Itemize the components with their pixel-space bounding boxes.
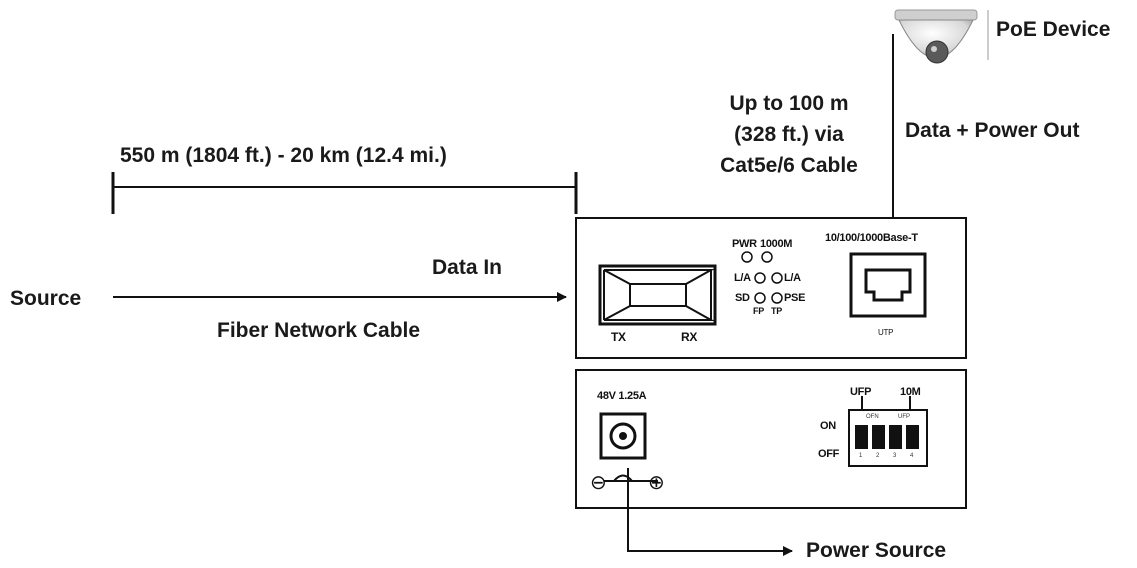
led-pse xyxy=(771,292,783,304)
led-fp-label: FP xyxy=(753,306,764,316)
fiber-network-cable-label: Fiber Network Cable xyxy=(217,319,421,342)
dc-power-jack xyxy=(599,412,647,460)
led-la-left-label: L/A xyxy=(734,272,751,284)
dip-number-3: 3 xyxy=(893,453,897,459)
copper-distance-label: Up to 100 m (328 ft.) via Cat5e/6 Cable xyxy=(720,92,858,177)
data-in-label: Data In xyxy=(432,256,503,279)
dip-switch-3 xyxy=(889,425,902,449)
dip-switch-4 xyxy=(906,425,919,449)
rj45-port xyxy=(849,252,927,318)
fiber-distance-bracket xyxy=(111,172,578,214)
tx-label: TX xyxy=(611,330,626,344)
led-pwr xyxy=(741,251,753,263)
led-1000m-label: 1000M xyxy=(760,238,793,250)
source-label: Source xyxy=(10,287,82,310)
led-pse-label: PSE xyxy=(784,292,806,304)
power-rating-label: 48V 1.25A xyxy=(597,390,647,402)
plus-symbol: ⊕ xyxy=(648,472,665,494)
data-power-out-label: Data + Power Out xyxy=(905,119,1080,142)
dip-switch-2 xyxy=(872,425,885,449)
utp-label: UTP xyxy=(878,328,894,337)
led-pwr-label: PWR xyxy=(732,238,757,250)
dip-top-right-label: UFP xyxy=(898,414,910,420)
fiber-distance-label: 550 m (1804 ft.) - 20 km (12.4 mi.) xyxy=(120,144,447,167)
led-la-right-label: L/A xyxy=(784,272,801,284)
poe-device-label: PoE Device xyxy=(996,18,1111,41)
led-la-copper xyxy=(771,272,783,284)
dip-number-4: 4 xyxy=(910,453,914,459)
sfp-fiber-port xyxy=(598,264,717,326)
dip-switch xyxy=(848,396,928,467)
led-sd xyxy=(754,292,766,304)
power-source-label: Power Source xyxy=(806,539,947,562)
led-sd-label: SD xyxy=(735,292,750,304)
dip-on-label: ON xyxy=(820,420,836,432)
poe-camera-icon xyxy=(894,9,978,64)
port-label-10-100-1000: 10/100/1000Base-T xyxy=(825,232,918,244)
dip-switch-1 xyxy=(855,425,868,449)
dip-ufp-label: UFP xyxy=(850,386,872,398)
dip-10m-label: 10M xyxy=(900,386,921,398)
led-group xyxy=(741,251,783,304)
led-la-fiber xyxy=(754,272,766,284)
dip-number-2: 2 xyxy=(876,453,880,459)
dip-top-left-label: OFN xyxy=(866,414,879,420)
led-tp-label: TP xyxy=(771,306,782,316)
dip-off-label: OFF xyxy=(818,448,840,460)
dip-number-1: 1 xyxy=(859,453,863,459)
power-source-arrow xyxy=(627,468,793,556)
polarity-symbol xyxy=(604,474,658,482)
led-1000m xyxy=(761,251,773,263)
rx-label: RX xyxy=(681,330,698,344)
minus-symbol: ⊖ xyxy=(590,472,607,494)
